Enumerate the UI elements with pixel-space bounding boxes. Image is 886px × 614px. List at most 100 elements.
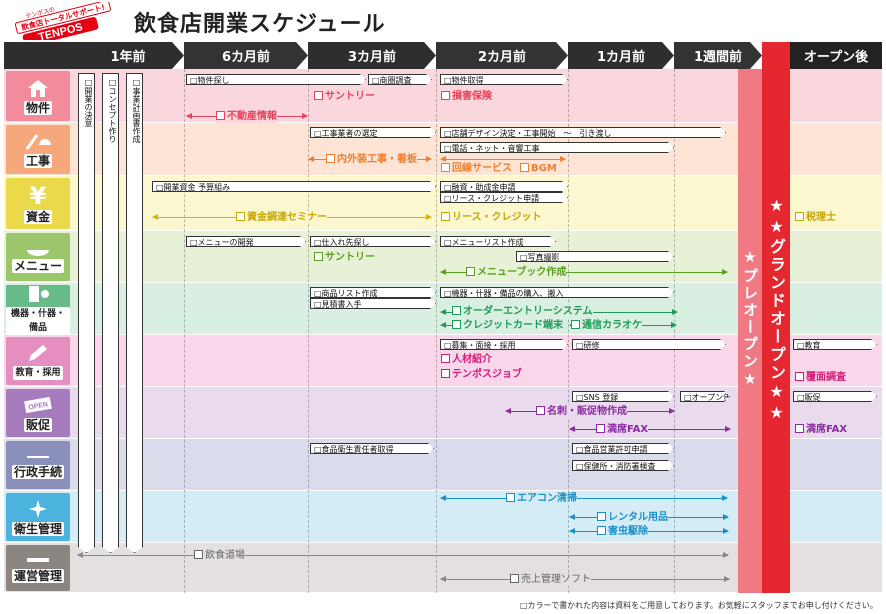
header-1year: 1年前 [72, 42, 184, 69]
open-sign-icon: OPEN [23, 395, 53, 418]
grid-line [308, 69, 309, 593]
row-label-text: 工事 [23, 154, 52, 168]
equipment-icon [25, 284, 51, 307]
row-label-text: 運営管理 [11, 568, 64, 583]
header-corner [4, 42, 72, 69]
task-sns: □SNS 登録 [572, 391, 674, 402]
grand-open-column [762, 42, 790, 593]
service-line: 回線サービス [441, 162, 512, 175]
footer-note: □カラーで書かれた内容は資料をご用意しております。お気軽にスタッフまでお申し付け… [520, 601, 878, 610]
task-property-acquire: □物件取得 [440, 74, 568, 85]
task-phone-net: □電話・ネット・音響工事 [440, 142, 674, 153]
pre-open-column [738, 69, 762, 593]
service-tax-accountant: 税理士 [795, 211, 836, 224]
task-estimate: □見積書入手 [310, 298, 436, 309]
dish-icon [25, 242, 51, 259]
service-dojo: 飲食道場 [194, 549, 245, 562]
arrow-pest [569, 527, 729, 534]
grid-line [674, 69, 675, 593]
service-credit-terminal: クレジットカード端末 [452, 319, 563, 332]
task-open-notice: □オープン告知 [680, 391, 730, 402]
row-label: 工事 [6, 125, 70, 174]
task-business-plan: □事業計画書作成 [126, 73, 143, 553]
header-6months: 6カ月前 [184, 42, 308, 69]
header-3months: 3カ月前 [308, 42, 436, 69]
row-band [4, 543, 882, 593]
service-menubook: メニューブック作成 [466, 266, 567, 279]
task-trade-area: □商圏調査 [368, 74, 432, 85]
task-decision: □開業の決意 [78, 73, 95, 553]
pre-open-label: ★プレオープン★ [741, 248, 759, 390]
service-fax-1: 満席FAX [596, 423, 649, 436]
header-after-open: オープン後 [790, 42, 882, 69]
grid-line [184, 69, 185, 593]
service-mystery-shopper: 覆面調査 [795, 371, 846, 384]
service-interior: 内外装工事・看板 [326, 153, 417, 166]
row-label: ¥ 資金 [6, 178, 70, 229]
sparkle-icon [25, 499, 51, 522]
grid-line [436, 69, 437, 593]
row-label: OPEN 販促 [6, 389, 70, 437]
arrow-dojo [77, 551, 729, 558]
arrow-aircon [440, 494, 728, 501]
row-label-text: 行政手続 [11, 465, 64, 479]
row-label-text: 教育・採用 [13, 365, 63, 380]
task-store-design: □店舗デザイン決定・工事開始 ～ 引き渡し [440, 127, 726, 138]
government-icon [25, 451, 51, 465]
task-contractor: □工事業者の選定 [310, 127, 436, 138]
row-label-text: 販促 [23, 417, 52, 432]
house-icon [25, 78, 51, 101]
task-concept: □コンセプト作り [102, 73, 119, 553]
service-order-system: オーダーエントリーシステム [452, 305, 593, 318]
row-label: 行政手続 [6, 441, 70, 489]
arrow-menubook [440, 268, 728, 275]
task-photo: □写真撮影 [516, 251, 674, 262]
row-label: 教育・採用 [6, 337, 70, 385]
management-icon [25, 554, 51, 569]
service-rental: レンタル用品 [597, 511, 668, 524]
service-fax-2: 満席FAX [795, 423, 847, 436]
row-label-text: 機器・什器・備品 [6, 306, 70, 335]
service-business-card: 名刺・販促物作成 [536, 405, 627, 418]
grid-line [568, 69, 569, 593]
header-2months: 2カ月前 [436, 42, 568, 69]
task-menu-list: □メニューリスト作成 [440, 236, 556, 247]
task-food-hygiene: □食品衛生責任者取得 [310, 443, 434, 454]
service-aircon: エアコン清掃 [506, 492, 577, 505]
arrow-fax [569, 425, 731, 432]
row-band [4, 387, 882, 439]
service-insurance: 損害保険 [441, 90, 492, 103]
svg-text:¥: ¥ [30, 183, 47, 207]
row-label-text: 資金 [23, 210, 52, 224]
task-budget: □開業資金 予算組み [152, 181, 436, 192]
task-inspection: □保健所・消防署検査 [572, 460, 674, 471]
header-1week: 1週間前 [674, 42, 762, 69]
service-sales-software: 売上管理ソフト [510, 573, 591, 586]
task-lease-apply: □リース・クレジット申請 [440, 192, 568, 203]
row-label-text: メニュー [11, 258, 64, 273]
task-recruit: □募集・面接・採用 [440, 339, 568, 350]
task-item-list: □商品リスト作成 [310, 287, 436, 298]
header-1month: 1カ月前 [568, 42, 674, 69]
task-equipment: □機器・什器・備品の購入、搬入 [440, 287, 674, 298]
pencil-icon [25, 343, 51, 366]
task-training: □研修 [572, 339, 726, 350]
service-suntory-1: サントリー [314, 90, 375, 103]
service-seminar: 資金調達セミナー [236, 211, 327, 224]
row-label-text: 物件 [23, 100, 52, 115]
yen-icon: ¥ [25, 182, 51, 210]
service-tenpos-job: テンポスジョブ [441, 368, 522, 381]
row-label: 運営管理 [6, 545, 70, 591]
arrow-line [440, 155, 566, 162]
task-menu-dev: □メニューの開発 [186, 236, 306, 247]
svg-text:OPEN: OPEN [28, 401, 49, 411]
service-karaoke: 通信カラオケ [571, 319, 642, 332]
row-label: 衛生管理 [6, 493, 70, 541]
service-bgm: BGM [520, 162, 557, 175]
grand-open-label: ★★グランドオープン★★ [767, 196, 786, 424]
row-label-text: 衛生管理 [11, 521, 64, 536]
service-pest-control: 害虫駆除 [597, 525, 648, 538]
service-lease-credit: リース・クレジット [441, 211, 542, 224]
task-property-search: □物件探し [186, 74, 366, 85]
service-staffing: 人材紹介 [441, 353, 492, 366]
